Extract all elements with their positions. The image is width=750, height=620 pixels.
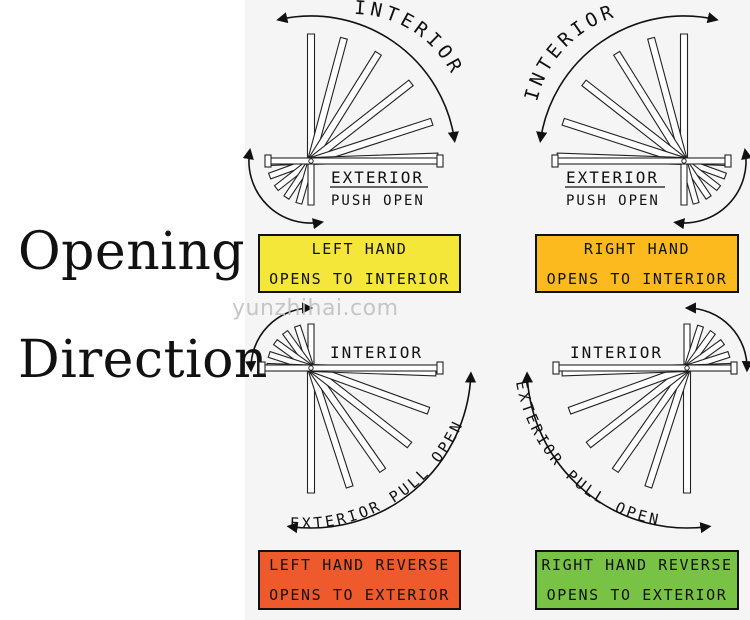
- rh-jamb: [551, 154, 559, 168]
- rh-jamb-right: [724, 154, 732, 168]
- lh-wall-left: [267, 157, 312, 165]
- rh-interior-arc: [536, 12, 719, 144]
- diagram-left-hand: [242, 12, 459, 230]
- label-right-hand-line1: RIGHT HAND: [583, 239, 691, 258]
- rh-side-label: EXTERIOR: [566, 168, 659, 187]
- lh-wall: [310, 157, 441, 165]
- lhr-jamb: [436, 361, 444, 375]
- lhr-wall: [310, 364, 441, 372]
- lh-interior-arc: [276, 12, 459, 144]
- label-left-hand-line2: OPENS TO INTERIOR: [269, 269, 450, 288]
- label-right-hand-reverse-line2: OPENS TO EXTERIOR: [546, 586, 728, 604]
- label-left-hand: LEFT HAND OPENS TO INTERIOR: [258, 234, 461, 293]
- lhr-exterior-arc: [286, 371, 477, 534]
- lh-exterior-arc: [242, 147, 325, 230]
- title-line-2: Direction: [18, 330, 268, 390]
- rh-pivot: [681, 158, 687, 164]
- rh-wall-right: [683, 157, 729, 165]
- rh-action-label: PUSH OPEN: [566, 193, 660, 209]
- rhr-pivot: [684, 365, 690, 371]
- lhr-pivot: [308, 365, 314, 371]
- lhr-interior-arc: [245, 302, 314, 373]
- lhr-wall-left: [261, 364, 312, 372]
- diagram-left-hand-reverse: [245, 302, 477, 534]
- lh-small-panel-5: [307, 160, 315, 206]
- lh-pivot: [308, 158, 314, 164]
- lhr-side-label: INTERIOR: [330, 343, 423, 362]
- label-left-hand-line1: LEFT HAND: [311, 239, 408, 258]
- watermark: yunzhihai.com: [232, 296, 399, 321]
- rh-arc-label: INTERIOR: [520, 0, 619, 103]
- rhr-wall: [555, 364, 688, 372]
- diagram-right-hand-reverse: [521, 302, 750, 534]
- label-right-hand-reverse-line1: RIGHT HAND REVERSE: [541, 556, 733, 574]
- rh-small-panel-5: [680, 160, 688, 206]
- lh-side-label: EXTERIOR: [331, 168, 424, 187]
- rh-exterior-arc: [673, 147, 750, 230]
- label-left-hand-reverse: LEFT HAND REVERSE OPENS TO EXTERIOR: [258, 550, 461, 610]
- lhr-jamb-left: [258, 361, 266, 375]
- lh-jamb-left: [264, 154, 272, 168]
- rhr-jamb-right: [730, 361, 738, 375]
- diagram-right-hand: [536, 12, 750, 230]
- rh-wall: [554, 157, 685, 165]
- left-panel: [0, 0, 245, 620]
- rhr-wall-right: [686, 364, 735, 372]
- label-left-hand-reverse-line1: LEFT HAND REVERSE: [269, 556, 450, 574]
- rhr-jamb: [552, 361, 560, 375]
- label-right-hand-reverse: RIGHT HAND REVERSE OPENS TO EXTERIOR: [535, 550, 739, 610]
- rhr-interior-arc: [684, 302, 750, 373]
- label-right-hand: RIGHT HAND OPENS TO INTERIOR: [535, 234, 739, 293]
- label-right-hand-line2: OPENS TO INTERIOR: [546, 269, 728, 288]
- rhr-side-label: INTERIOR: [570, 343, 663, 362]
- rhr-exterior-arc: [521, 371, 712, 534]
- lh-jamb: [436, 154, 444, 168]
- lhr-arc-label: EXTERIOR PULL OPEN: [290, 417, 467, 533]
- lh-action-label: PUSH OPEN: [331, 193, 425, 209]
- title-line-1: Opening: [18, 222, 246, 282]
- label-left-hand-reverse-line2: OPENS TO EXTERIOR: [269, 586, 450, 604]
